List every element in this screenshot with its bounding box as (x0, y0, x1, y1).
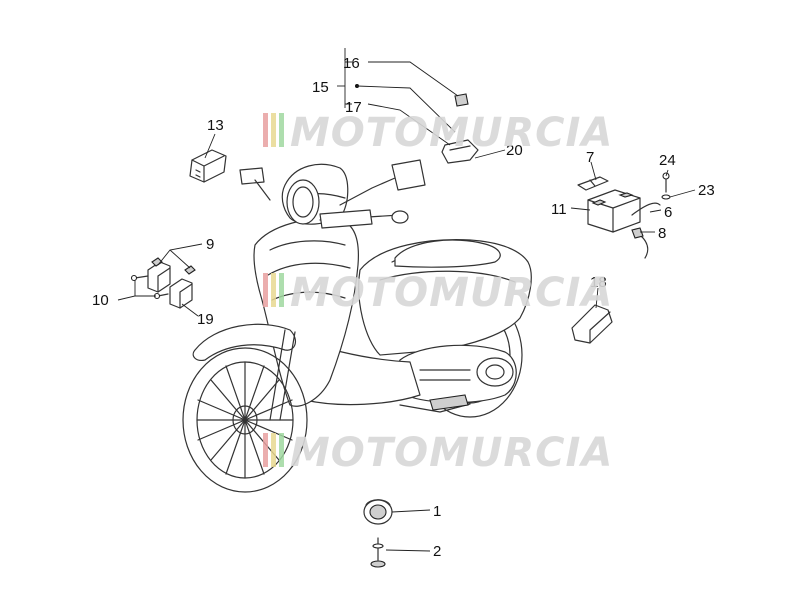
callout-8: 8 (658, 225, 666, 242)
watermark-stripe-red (263, 433, 268, 467)
watermark-stripe-red (263, 113, 268, 147)
callout-18: 18 (590, 274, 607, 291)
part-1-horn (363, 499, 393, 525)
scooter-illustration (182, 159, 532, 493)
watermark-top: MOTOMURCIA (263, 110, 613, 156)
watermark-middle: MOTOMURCIA (263, 270, 613, 316)
callout-labels: 16 15 17 20 13 9 10 19 7 11 24 23 6 8 18… (92, 55, 715, 560)
part-10-screws (130, 274, 169, 300)
callout-16: 16 (343, 55, 360, 72)
watermark-logo-text: MOTOMURCIA (290, 430, 613, 476)
watermark-stripe-green (279, 273, 284, 307)
callout-7: 7 (586, 149, 594, 166)
part-13-relay (189, 149, 227, 183)
leader-lines (117, 48, 696, 552)
part-7-battery-strap (577, 176, 609, 191)
watermark-stripe-yellow (271, 113, 276, 147)
callout-24: 24 (659, 152, 676, 169)
watermark-stripe-green (279, 113, 284, 147)
callout-9: 9 (206, 236, 214, 253)
part-2-bolt (370, 537, 386, 568)
callout-20: 20 (506, 142, 523, 159)
callout-1: 1 (433, 503, 441, 520)
callout-10: 10 (92, 292, 109, 309)
callout-19: 19 (197, 311, 214, 328)
part-19-relay-right (169, 265, 196, 309)
part-6-battery-cable (631, 202, 661, 259)
callout-6: 6 (664, 204, 672, 221)
watermark-bottom: MOTOMURCIA (263, 430, 613, 476)
callout-2: 2 (433, 543, 441, 560)
callout-13: 13 (207, 117, 224, 134)
callout-23: 23 (698, 182, 715, 199)
part-16-connector (454, 93, 469, 107)
part-18-control-unit (571, 304, 613, 344)
part-11-battery (587, 189, 641, 233)
callout-15: 15 (312, 79, 329, 96)
watermark-logo-text: MOTOMURCIA (290, 270, 613, 316)
watermark-stripe-red (263, 273, 268, 307)
watermark-stripe-yellow (271, 273, 276, 307)
watermark-logo-text: MOTOMURCIA (290, 110, 613, 156)
callout-17: 17 (345, 99, 362, 116)
watermark-stripe-green (279, 433, 284, 467)
callout-11: 11 (551, 201, 567, 218)
part-23-washer (661, 194, 671, 200)
part-20-fuse-holder (441, 139, 479, 164)
watermark-stripe-yellow (271, 433, 276, 467)
part-9-relay-left (147, 257, 171, 293)
